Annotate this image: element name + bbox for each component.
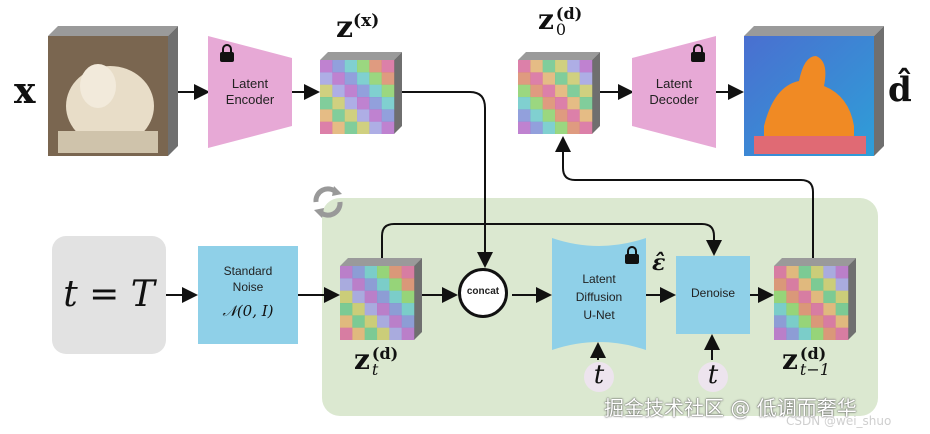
standard-noise-box: Standard Noise 𝒩(0, I) (198, 246, 298, 344)
zt-label-sub: t (371, 360, 379, 379)
z0-label-sub: 0 (555, 20, 567, 39)
denoise-box: Denoise (676, 256, 750, 334)
latent-zx (320, 52, 402, 134)
zx-label: z(x) (336, 10, 379, 45)
latent-encoder-label: Latent Encoder (225, 76, 275, 107)
zx-label-base: z (336, 10, 354, 45)
zt-label-sup: (d) (371, 344, 399, 363)
denoise-t-input: t (698, 360, 728, 392)
watermark-csdn: CSDN @wei_shuo (786, 414, 892, 428)
unet-line1: Latent (582, 272, 616, 286)
zt-label: z (d) t (354, 346, 398, 378)
latent-encoder: Latent Encoder (208, 36, 292, 148)
latent-zt-minus-1 (774, 258, 856, 340)
standard-noise-formula: 𝒩(0, I) (222, 302, 274, 320)
ztm1-label-base: z (782, 343, 798, 376)
standard-noise-line1: Standard (223, 264, 273, 278)
denoise-t-label: t (707, 360, 719, 390)
latent-z0 (518, 52, 600, 134)
latent-zt (340, 258, 422, 340)
unet-t-input: t (584, 360, 614, 392)
input-x-label: x (14, 70, 36, 112)
latent-decoder-label: Latent Decoder (649, 76, 699, 107)
z0-label: z (d) 0 (538, 6, 582, 38)
watermark-juejin: 掘金技术社区 @ 低调而奢华 (604, 396, 857, 420)
timestep-init-box: t = T (52, 236, 166, 354)
latent-diffusion-unet: Latent Diffusion U-Net (552, 238, 646, 350)
unet-line2: Diffusion (575, 290, 623, 304)
input-image (48, 26, 178, 156)
ztm1-label-sup: (d) (799, 344, 827, 363)
zx-label-sup: (x) (353, 11, 380, 31)
denoise-label: Denoise (690, 286, 736, 300)
ztm1-label-sub: t−1 (799, 360, 830, 379)
unet-t-label: t (593, 360, 605, 390)
standard-noise-line2: Noise (232, 280, 264, 294)
z0-label-base: z (538, 3, 554, 36)
lock-icon (624, 246, 640, 264)
lock-icon (690, 44, 706, 62)
output-d-label: d̂ (888, 70, 912, 110)
timestep-init-label: t = T (63, 274, 155, 315)
concat-node: concat (458, 268, 508, 318)
zt-label-base: z (354, 343, 370, 376)
lock-icon (219, 44, 235, 62)
output-depth-image (744, 26, 884, 156)
refresh-cycle-icon (313, 186, 343, 218)
eps-hat-label: ε̂ (652, 250, 666, 276)
z0-label-sup: (d) (555, 4, 583, 23)
unet-line3: U-Net (583, 308, 615, 322)
ztm1-label: z (d) t−1 (782, 346, 830, 378)
latent-decoder: Latent Decoder (632, 36, 716, 148)
concat-label: concat (466, 286, 500, 297)
